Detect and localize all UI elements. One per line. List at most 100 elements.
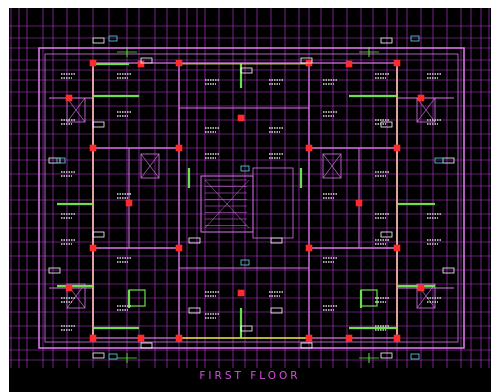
outer-wall — [38, 47, 465, 349]
tag-marker — [92, 352, 105, 359]
tag-marker — [140, 342, 153, 349]
tag-marker — [380, 37, 393, 44]
room-annotation — [375, 213, 389, 219]
duct-shaft — [416, 283, 436, 309]
room-annotation — [61, 213, 75, 219]
room-annotation — [205, 291, 219, 297]
reference-marker — [410, 35, 420, 42]
room-annotation — [323, 193, 337, 199]
tag-marker — [300, 342, 313, 349]
room-annotation — [323, 79, 337, 85]
room-annotation — [205, 153, 219, 159]
column — [137, 334, 145, 342]
tag-marker — [92, 231, 105, 238]
column — [305, 334, 313, 342]
floor-title: FIRST FLOOR — [199, 370, 301, 382]
column — [305, 244, 313, 252]
room-annotation — [427, 297, 441, 303]
room-annotation — [61, 119, 75, 125]
column — [175, 244, 183, 252]
room-annotation — [117, 305, 131, 311]
column — [175, 59, 183, 67]
tag-marker — [300, 57, 313, 64]
column — [393, 244, 401, 252]
structural-block — [360, 289, 378, 307]
room-annotation — [427, 213, 441, 219]
column — [417, 284, 425, 292]
room-annotation — [375, 73, 389, 79]
room-annotation — [375, 239, 389, 245]
tag-marker — [92, 37, 105, 44]
column — [65, 284, 73, 292]
tag-marker — [270, 307, 283, 314]
room-annotation — [427, 239, 441, 245]
structural-block — [128, 289, 146, 307]
column — [89, 244, 97, 252]
room-annotation — [375, 119, 389, 125]
room-annotation — [205, 313, 219, 319]
duct-shaft-cross — [416, 283, 436, 309]
reference-marker — [410, 353, 420, 360]
room-annotation — [269, 153, 283, 159]
tag-marker — [48, 157, 61, 164]
reference-marker — [108, 35, 118, 42]
tag-marker — [442, 267, 455, 274]
duct-shaft-cross — [416, 97, 436, 123]
room-annotation — [375, 325, 389, 331]
room-annotation — [323, 257, 337, 263]
column — [393, 59, 401, 67]
column — [345, 334, 353, 342]
column — [89, 59, 97, 67]
column — [393, 144, 401, 152]
tag-marker — [240, 67, 253, 74]
room-annotation — [375, 171, 389, 177]
room-annotation — [323, 305, 337, 311]
tag-marker — [140, 57, 153, 64]
room-annotation — [61, 73, 75, 79]
room-annotation — [61, 239, 75, 245]
room-annotation — [117, 257, 131, 263]
column — [355, 199, 363, 207]
tag-marker — [442, 157, 455, 164]
duct-shaft-cross — [322, 153, 342, 179]
column — [175, 334, 183, 342]
duct-shaft — [66, 283, 86, 309]
outer-wall-inner — [44, 53, 459, 343]
column — [417, 94, 425, 102]
tag-marker — [92, 121, 105, 128]
duct-shaft — [66, 97, 86, 123]
room-annotation — [117, 111, 131, 117]
tag-marker — [270, 237, 283, 244]
room-annotation — [269, 79, 283, 85]
reference-marker — [56, 157, 66, 164]
cad-viewport[interactable]: FIRST FLOOR — [9, 8, 491, 392]
room-annotation — [205, 79, 219, 85]
tag-marker — [188, 237, 201, 244]
room-annotation — [61, 171, 75, 177]
tag-marker — [380, 352, 393, 359]
duct-shaft-cross — [140, 153, 160, 179]
room-annotation — [61, 325, 75, 331]
reference-marker — [108, 353, 118, 360]
column — [175, 144, 183, 152]
column — [89, 144, 97, 152]
room-annotation — [427, 119, 441, 125]
duct-shaft-cross — [66, 97, 86, 123]
room-annotation — [205, 127, 219, 133]
room-annotation — [375, 297, 389, 303]
column — [305, 144, 313, 152]
duct-shaft-cross — [66, 283, 86, 309]
room-annotation — [117, 73, 131, 79]
tag-marker — [48, 267, 61, 274]
column — [237, 114, 245, 122]
room-annotation — [269, 291, 283, 297]
duct-shaft — [416, 97, 436, 123]
room-annotation — [427, 73, 441, 79]
column — [125, 199, 133, 207]
duct-shaft — [140, 153, 160, 179]
tag-marker — [188, 307, 201, 314]
column — [89, 334, 97, 342]
column — [393, 334, 401, 342]
duct-shaft — [322, 153, 342, 179]
